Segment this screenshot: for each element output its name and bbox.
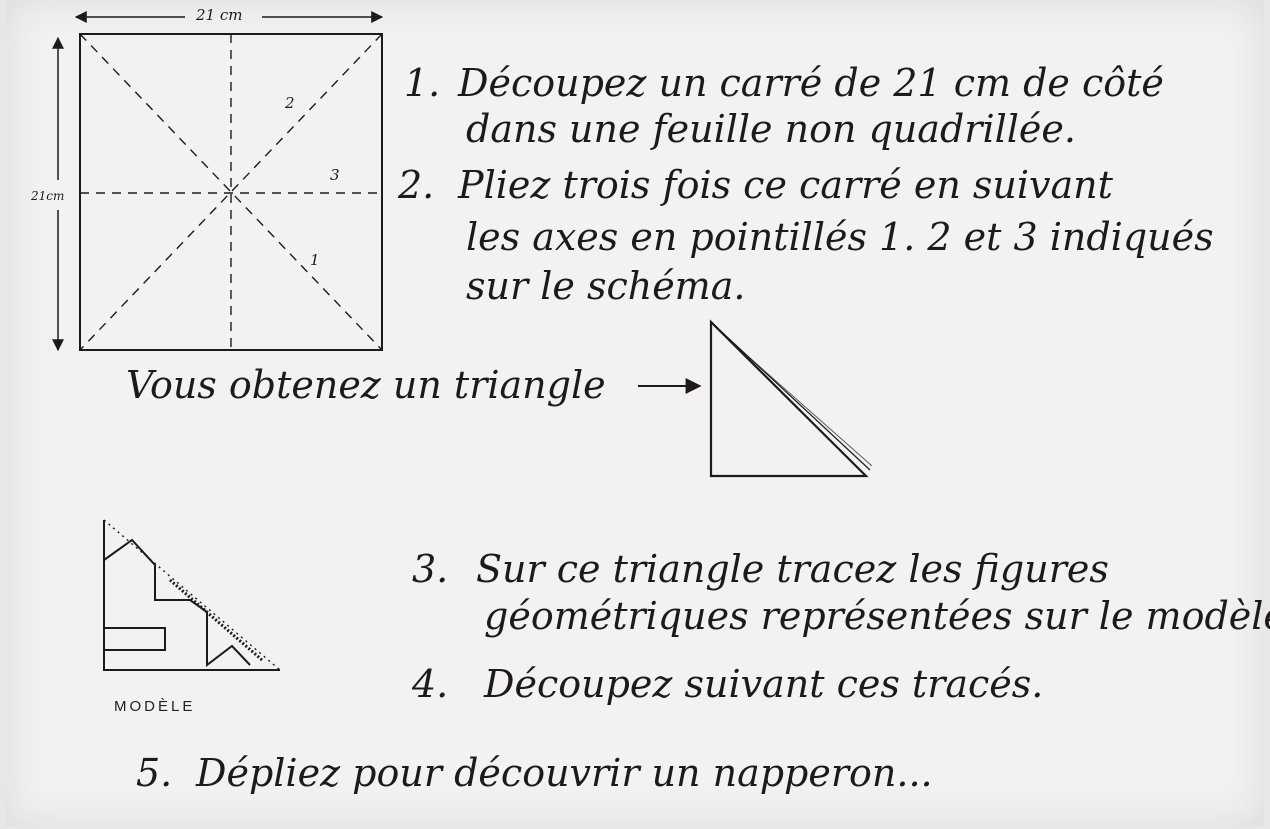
step-2-line-1: Pliez trois fois ce carré en suivant [457, 163, 1114, 207]
step-2-line-3: sur le schéma. [466, 264, 745, 308]
height-label: 21cm [30, 189, 64, 203]
model-diagram: MODÈLE [103, 519, 281, 715]
step-3-line-1: Sur ce triangle tracez les figures [476, 547, 1109, 591]
fold-label-2: 2 [284, 94, 295, 112]
fold-diagram: 21 cm 21cm 2 3 1 [30, 6, 384, 352]
step-3-line-2: géométriques représentées sur le modèle. [484, 594, 1270, 638]
fold-axis-1 [79, 33, 383, 351]
step-1-number: 1. [404, 61, 440, 105]
step-5-number: 5. [136, 751, 172, 795]
step-2-number: 2. [397, 163, 434, 207]
step-1-line-2: dans une feuille non quadrillée. [466, 107, 1076, 151]
worksheet-page [6, 0, 1264, 826]
step-1-line-1: Découpez un carré de 21 cm de côté [457, 61, 1164, 105]
step-4-number: 4. [411, 662, 448, 706]
fold-label-3: 3 [330, 166, 340, 184]
model-label: MODÈLE [114, 698, 195, 715]
step-2-line-2: les axes en pointillés 1. 2 et 3 indiqué… [466, 215, 1214, 259]
step-4-line-1: Découpez suivant ces tracés. [483, 662, 1043, 706]
width-label: 21 cm [195, 6, 242, 24]
fold-label-1: 1 [310, 251, 320, 269]
triangle-result-text: Vous obtenez un triangle [126, 363, 606, 407]
step-5-line-1: Dépliez pour découvrir un napperon... [195, 751, 933, 795]
folded-triangle [709, 319, 873, 478]
fold-axis-2 [79, 33, 383, 351]
step-3-number: 3. [412, 547, 448, 591]
